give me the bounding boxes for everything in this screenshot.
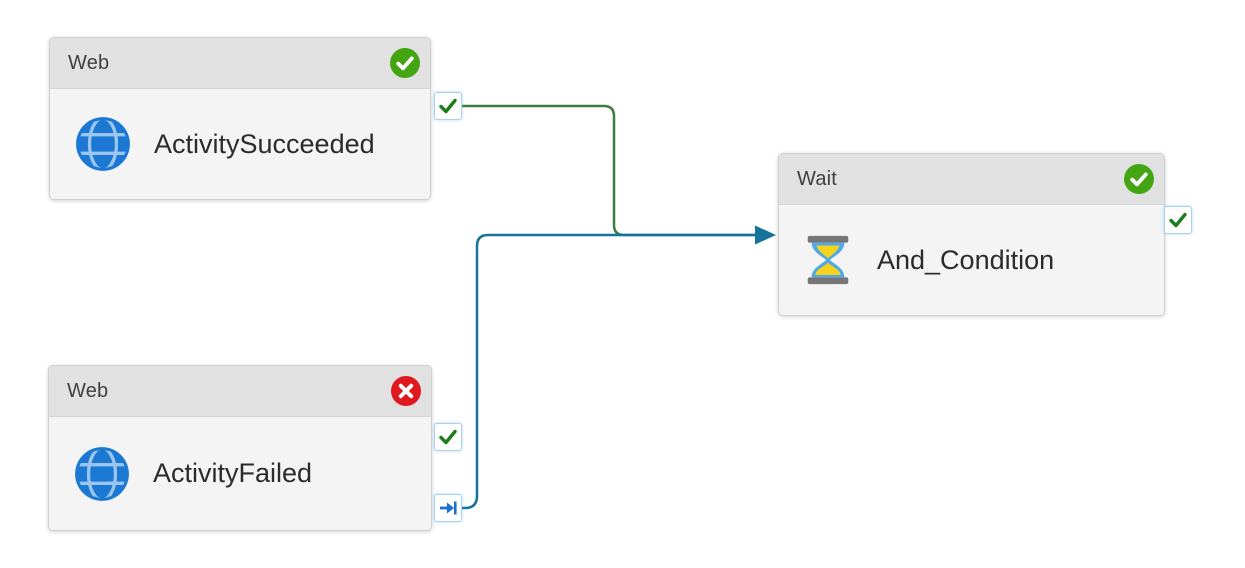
activity-name: ActivitySucceeded <box>154 128 375 159</box>
globe-sphere <box>76 117 130 171</box>
connector-completion-activityfailed[interactable] <box>461 233 755 510</box>
check-icon <box>1169 212 1187 228</box>
badge-check-glyph <box>396 56 414 71</box>
node-type-label: Wait <box>797 167 838 190</box>
port-completion-activityfailed[interactable] <box>434 494 462 522</box>
badge-circle <box>390 48 420 78</box>
status-success-icon <box>1124 164 1154 194</box>
badge-circle <box>1124 164 1154 194</box>
globe-icon <box>76 117 130 171</box>
arrow-to-bar-icon <box>440 501 457 515</box>
hourglass-icon <box>807 235 849 285</box>
hourglass-bottom-bar <box>807 277 849 285</box>
node-body: ActivityFailed <box>49 417 431 530</box>
globe-sphere <box>75 446 129 501</box>
arrow-head <box>447 502 454 514</box>
node-header: Web <box>49 366 431 417</box>
activity-node-andcondition[interactable]: Wait And_Condition <box>778 153 1165 316</box>
connector-success-activitysucceeded[interactable] <box>462 104 754 237</box>
node-header: Web <box>50 38 430 89</box>
activity-node-activityfailed[interactable]: Web ActivityFailed <box>48 365 432 531</box>
check-icon <box>439 98 457 114</box>
activity-node-activitysucceeded[interactable]: Web ActivitySucceeded <box>49 37 431 200</box>
port-success-activityfailed[interactable] <box>434 423 462 451</box>
badge-cross-glyph <box>398 383 414 399</box>
badge-check-glyph <box>1130 172 1148 187</box>
port-success-activitysucceeded[interactable] <box>434 92 462 120</box>
connector-arrowhead <box>755 225 776 245</box>
node-body: ActivitySucceeded <box>50 89 430 199</box>
node-header: Wait <box>779 154 1164 205</box>
hourglass-sand <box>815 245 841 275</box>
activity-name: And_Condition <box>877 244 1055 275</box>
activity-name: ActivityFailed <box>153 458 313 488</box>
globe-gridlines <box>78 449 126 498</box>
status-failed-icon <box>391 376 421 406</box>
node-type-label: Web <box>68 51 110 74</box>
node-type-label: Web <box>67 379 109 402</box>
port-success-andcondition[interactable] <box>1164 206 1192 234</box>
hourglass-top-bar <box>807 235 849 243</box>
check-icon <box>439 429 457 445</box>
status-success-icon <box>390 48 420 78</box>
node-body: And_Condition <box>779 205 1164 315</box>
globe-icon <box>75 446 129 501</box>
globe-gridlines <box>79 120 127 168</box>
